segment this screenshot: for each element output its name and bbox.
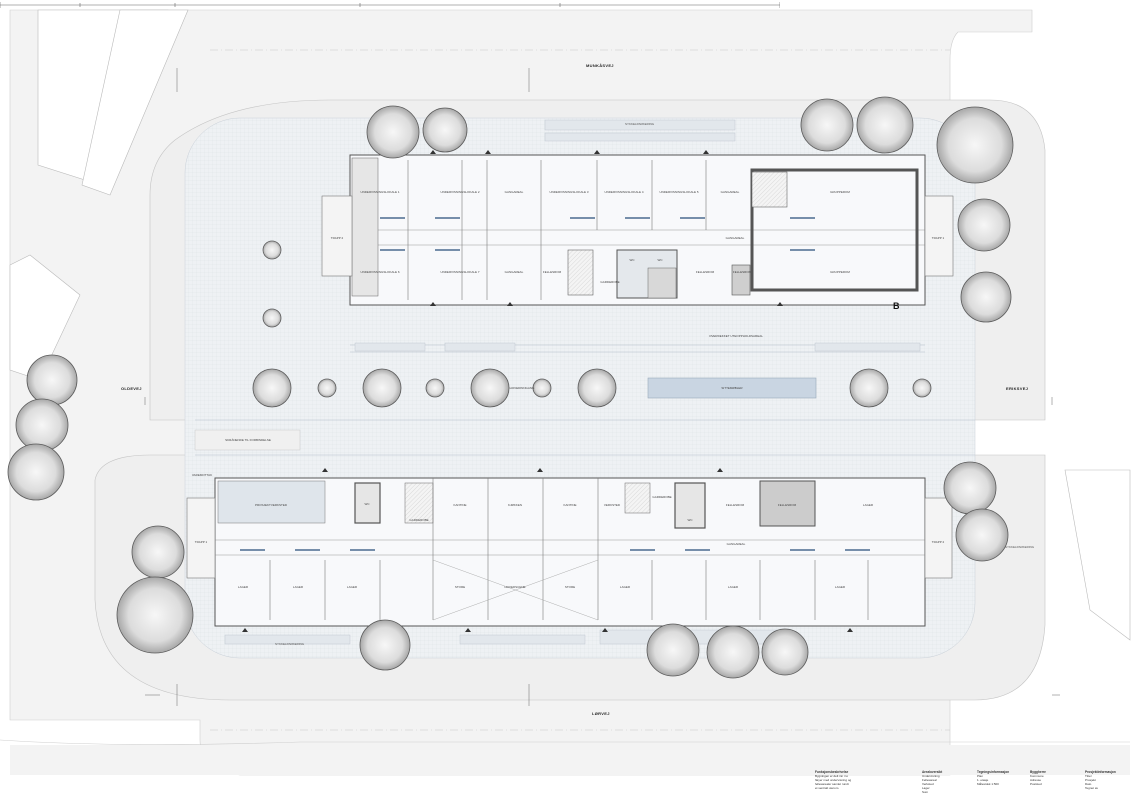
tb-line: Kommune	[1030, 774, 1044, 778]
room-label: LAGER	[862, 503, 874, 507]
room-label: UNDERVISNINGSLOKALE 7	[440, 270, 480, 274]
room-label: UNDERVISNINGSLOKALE 2	[440, 190, 480, 194]
room-label: UNDERVISNINGSLOKALE 1	[360, 190, 400, 194]
room-label: WC	[364, 502, 370, 506]
tb-heading: Byggherre	[1030, 770, 1046, 774]
tb-line: Bygningen er delt inn i to	[815, 774, 849, 778]
stair-label: TRAPP 2	[330, 236, 344, 240]
tb-heading: Funksjonsbeskrivelse	[815, 770, 849, 774]
stair-label: TRAPP 1	[194, 540, 208, 544]
room-label: WC	[657, 258, 663, 262]
plantbed-label: SYKKELPARKERING	[275, 642, 305, 646]
title-block-area: Arealoversikt Undervisning Fellesareal V…	[922, 770, 972, 794]
tb-heading: Arealoversikt	[922, 770, 943, 774]
tb-line: Poststed	[1030, 782, 1042, 786]
tb-line: Adresse	[1030, 778, 1042, 782]
room-label: LAGER	[834, 585, 846, 589]
room-label: LAGER	[619, 585, 631, 589]
tb-line: fellesarealer samlet rundt	[815, 782, 849, 786]
tb-line: fløyer med undervisning og	[815, 778, 852, 782]
room-label: GRUPPEROM	[830, 270, 850, 274]
title-block-drawing: Tegningsinformasjon Plan 1. etasje Måles…	[977, 770, 1027, 786]
street-west: OLDEVEJ	[121, 386, 142, 391]
tb-line: Verksted	[922, 782, 934, 786]
entry-label: VAREMOTTAK	[191, 473, 213, 477]
room-label: GANGAREAL	[504, 270, 524, 274]
room-label: FELLESROM	[725, 503, 745, 507]
room-label: GANGAREAL	[504, 190, 524, 194]
room-label: KANTINE	[563, 503, 577, 507]
plaza-label: OVERDEKKET UTEOPPHOLDSAREAL	[709, 334, 763, 338]
room-label: PROSJEKTVERKSTED	[254, 503, 288, 507]
room-label: WC	[687, 518, 693, 522]
tb-line: Tittel	[1085, 774, 1092, 778]
tb-line: Tegnet av	[1085, 786, 1099, 790]
room-label: LAGER	[346, 585, 358, 589]
title-block-project: Prosjektinformasjon Tittel Prosjekt Dato…	[1085, 770, 1135, 790]
stair-label: TRAPP 2	[931, 540, 945, 544]
room-label: GARDEROBE	[652, 495, 672, 499]
building-marker: B	[893, 301, 900, 311]
title-block-function: Funksjonsbeskrivelse Bygningen er delt i…	[815, 770, 875, 790]
bench-label: SITTEMØBLER	[721, 386, 743, 390]
tb-line: et sentralt uterom.	[815, 786, 840, 790]
room-label: UNDERVISNINGSLOKALE 5	[659, 190, 699, 194]
scale-bar	[0, 2, 780, 8]
room-label: STORE	[454, 585, 466, 589]
room-label: KANTINE	[453, 503, 467, 507]
room-label: LAGER	[727, 585, 739, 589]
tb-line: 1. etasje	[977, 778, 989, 782]
room-label: LAGER	[237, 585, 249, 589]
corridor-label: GANGAREAL	[726, 542, 746, 546]
tb-line: Fellesareal	[922, 778, 937, 782]
room-label: FELLESROM	[695, 270, 715, 274]
room-label: FELLESROM	[732, 270, 752, 274]
room-label: UNDERVISNINGSLOKALE 6	[360, 270, 400, 274]
street-south: LØRVEJ	[592, 711, 610, 716]
room-label: GARDEROBE	[409, 518, 429, 522]
tb-line: Dato	[1085, 782, 1092, 786]
tb-line: Prosjekt	[1085, 778, 1096, 782]
street-north: MUNKÅSVEJ	[586, 63, 614, 68]
room-label: VERKSTED	[603, 503, 621, 507]
entrance-label: HOVEDINNGANG	[509, 386, 535, 390]
tb-line: Plan	[977, 774, 984, 778]
room-label: UNDERVISNINGSLOKALE 3	[549, 190, 589, 194]
room-label: LAGER	[292, 585, 304, 589]
tb-line: Målestokk 1:500	[977, 782, 999, 786]
room-label: UNDERVISNINGSLOKALE 4	[604, 190, 644, 194]
plantbed-label: SYKKELPARKERING	[625, 122, 655, 126]
tb-line: Sum	[922, 790, 929, 794]
room-label: GANGAREAL	[720, 190, 740, 194]
corridor-label: GANGAREAL	[725, 236, 745, 240]
tb-heading: Prosjektinformasjon	[1085, 770, 1116, 774]
room-label: FELLESROM	[777, 503, 797, 507]
room-label: HOVEDSCENE	[504, 585, 526, 589]
street-east: ERIKSVEJ	[1006, 386, 1029, 391]
room-label: GRUPPEROM	[830, 190, 850, 194]
room-label: KJØKKEN	[507, 503, 523, 507]
room-label: WC	[629, 258, 635, 262]
tb-line: Lager	[922, 786, 930, 790]
room-label: GARDEROBE	[600, 280, 620, 284]
title-block-client: Byggherre Kommune Adresse Poststed	[1030, 770, 1080, 786]
passage-label: SKRÅNENDE TIL FORBINDELSE	[225, 438, 271, 442]
parking-label: SYKKELPARKERING	[1005, 545, 1035, 549]
tb-line: Undervisning	[922, 774, 940, 778]
stair-label: TRAPP 1	[931, 236, 945, 240]
room-label: STORE	[564, 585, 576, 589]
tb-heading: Tegningsinformasjon	[977, 770, 1010, 774]
room-label: FELLESROM	[542, 270, 562, 274]
